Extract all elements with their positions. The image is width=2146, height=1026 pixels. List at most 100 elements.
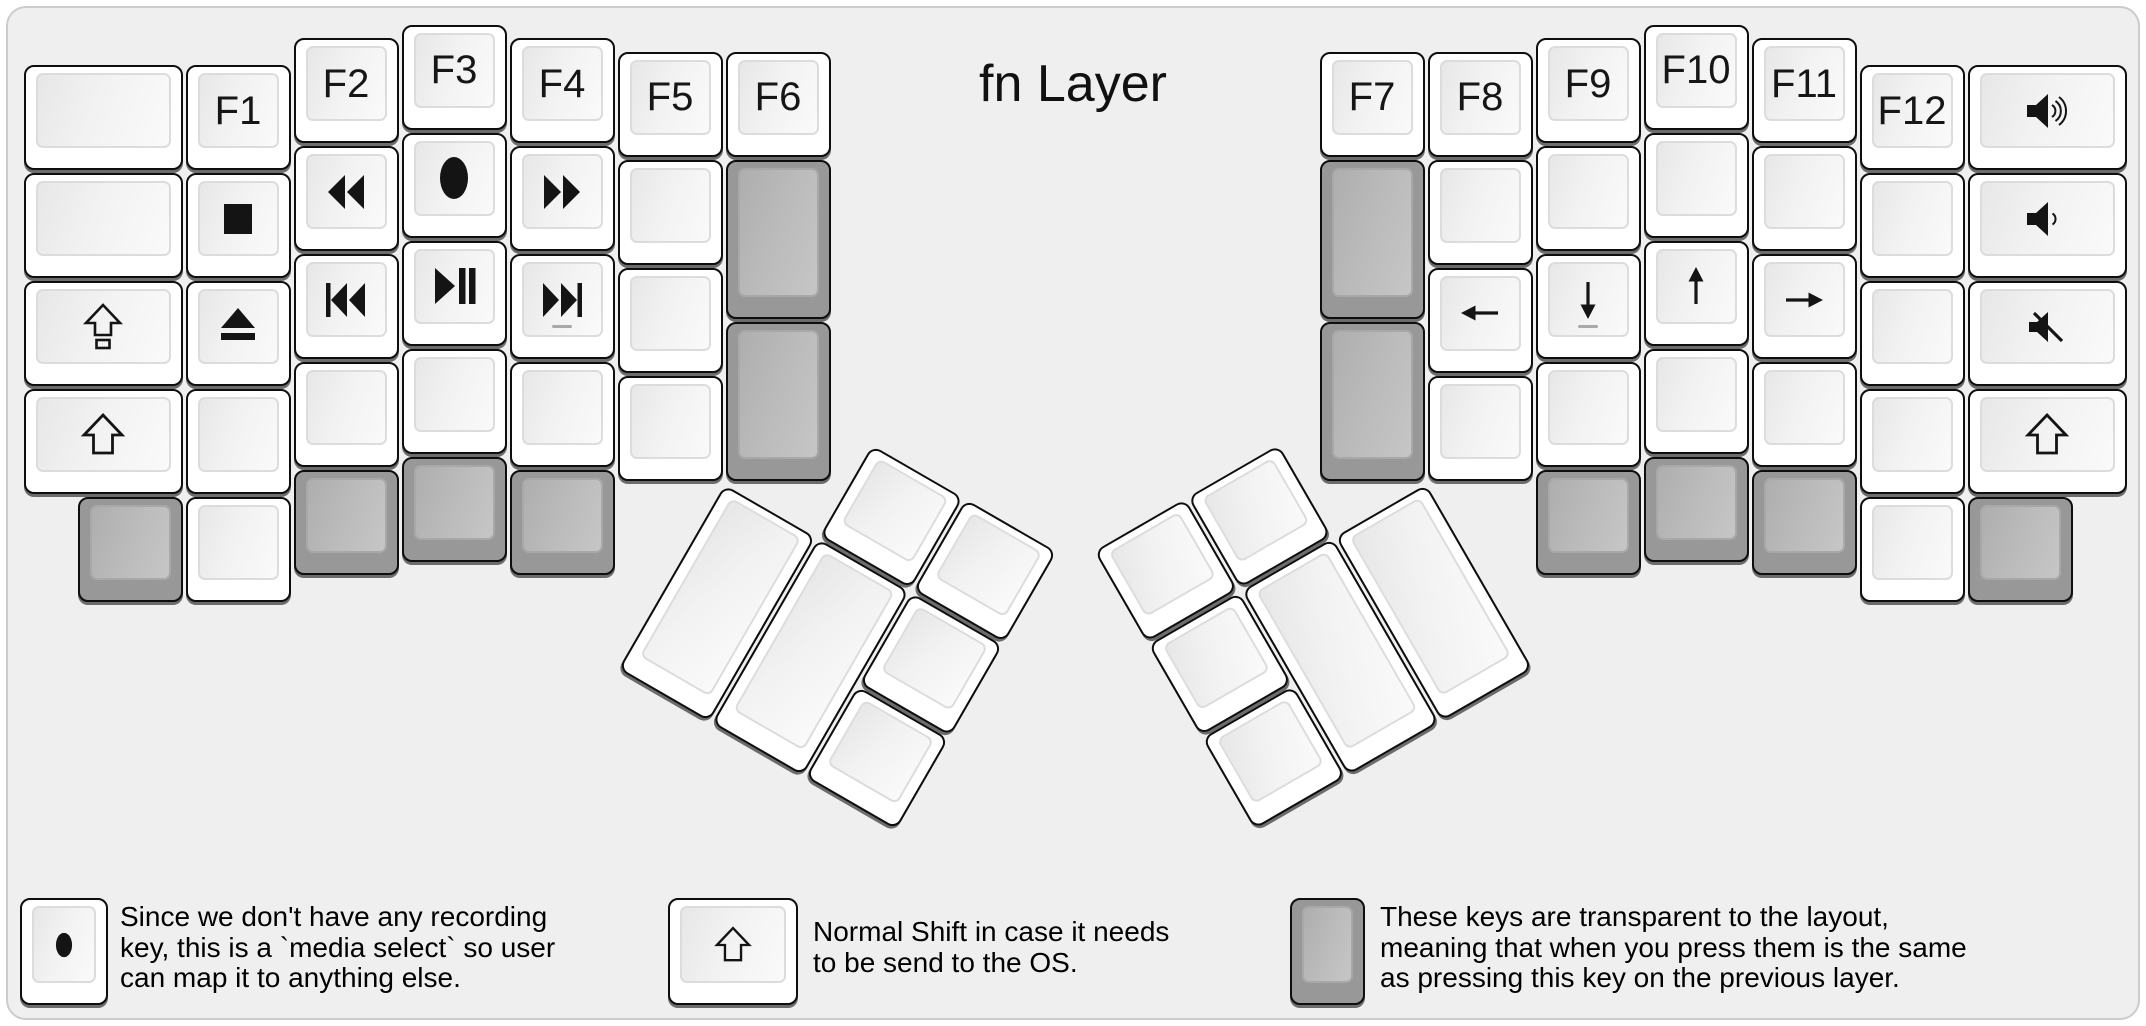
key-legend-label: F4 (538, 61, 586, 106)
key-mute[interactable] (1967, 281, 2127, 386)
key-blank-g2[interactable] (1427, 159, 1533, 265)
keytop (1979, 397, 2115, 472)
key-f12[interactable]: F12 (1859, 65, 1965, 170)
key-play-pause[interactable] (401, 240, 507, 346)
keytop (305, 262, 387, 337)
key-f8[interactable]: F8 (1427, 51, 1533, 157)
key-f4[interactable]: F4 (509, 38, 615, 143)
key-next-track[interactable] (509, 254, 615, 359)
keytop (305, 154, 387, 229)
key-f11[interactable]: F11 (1751, 38, 1857, 143)
keytop: F12 (1871, 73, 1953, 148)
key-transparent-l3[interactable] (509, 470, 615, 575)
keytop: F4 (521, 46, 603, 121)
key-blank-i4[interactable] (1643, 348, 1749, 454)
keytop (1655, 464, 1737, 540)
key-blank-k5[interactable] (1859, 497, 1965, 602)
key-blank-i2[interactable] (1643, 132, 1749, 238)
key-shift-left[interactable] (23, 389, 183, 494)
key-legend-label: F6 (754, 75, 802, 119)
keytop (413, 140, 495, 216)
key-transparent-r3[interactable] (1535, 470, 1641, 575)
key-transparent-l6[interactable] (77, 497, 183, 602)
key-fast-forward[interactable] (509, 146, 615, 251)
key-transparent-r1[interactable] (1319, 159, 1425, 319)
key-blank-k4[interactable] (1859, 389, 1965, 494)
key-blank-f2[interactable] (617, 159, 723, 265)
keytop: F10 (1655, 32, 1737, 108)
key-stop[interactable] (185, 173, 291, 278)
key-caps-lock[interactable] (23, 281, 183, 386)
keytop (1979, 73, 2115, 148)
key-blank-k3[interactable] (1859, 281, 1965, 386)
key-f9[interactable]: F9 (1535, 38, 1641, 143)
key-transparent-r6[interactable] (1967, 497, 2073, 602)
keytop (629, 167, 711, 243)
key-transparent-r2[interactable] (1319, 321, 1425, 481)
key-blank-k2[interactable] (1859, 173, 1965, 278)
key-volume-down[interactable] (1967, 173, 2127, 278)
key-blank-b4[interactable] (185, 389, 291, 494)
key-blank-e4[interactable] (509, 362, 615, 467)
key-f5[interactable]: F5 (617, 51, 723, 157)
key-shift-right[interactable] (1967, 389, 2127, 494)
key-arrow-right[interactable] (1751, 254, 1857, 359)
shift-icon (2021, 409, 2073, 461)
shift-icon (711, 923, 755, 967)
key-rewind[interactable] (293, 146, 399, 251)
fast-forward-icon (536, 166, 588, 218)
keytop (629, 275, 711, 351)
key-eject[interactable] (185, 281, 291, 386)
key-blank-a2[interactable] (23, 173, 183, 278)
key-record[interactable] (401, 132, 507, 238)
keytop (1302, 906, 1353, 983)
key-blank-a1[interactable] (23, 65, 183, 170)
key-legend-label: F7 (1348, 75, 1396, 119)
volume-up-icon (2021, 85, 2073, 137)
keytop: F8 (1439, 59, 1521, 135)
key-blank-h4[interactable] (1535, 362, 1641, 467)
keytop (521, 262, 603, 337)
keytop (1439, 383, 1521, 459)
key-transparent-r5[interactable] (1751, 470, 1857, 575)
key-transparent-l2[interactable] (401, 456, 507, 562)
key-legend-label: F2 (322, 61, 370, 106)
keytop (1331, 329, 1413, 459)
legend-example-key-2 (668, 898, 798, 1005)
key-prev-track[interactable] (293, 254, 399, 359)
key-f1[interactable]: F1 (185, 65, 291, 170)
key-f3[interactable]: F3 (401, 24, 507, 130)
key-volume-up[interactable] (1967, 65, 2127, 170)
record-icon (49, 930, 79, 960)
key-f10[interactable]: F10 (1643, 24, 1749, 130)
key-blank-h2[interactable] (1535, 146, 1641, 251)
key-blank-c4[interactable] (293, 362, 399, 467)
keytop (737, 329, 819, 459)
key-f6[interactable]: F6 (725, 51, 831, 157)
key-blank-j2[interactable] (1751, 146, 1857, 251)
key-transparent-l5[interactable] (725, 321, 831, 481)
key-arrow-up[interactable] (1643, 240, 1749, 346)
key-arrow-down[interactable] (1535, 254, 1641, 359)
key-legend-label: F1 (214, 88, 262, 133)
key-transparent-l1[interactable] (293, 470, 399, 575)
keytop (1979, 505, 2061, 580)
record-icon (428, 152, 480, 204)
keytop (1871, 289, 1953, 364)
key-transparent-r4[interactable] (1643, 456, 1749, 562)
key-f2[interactable]: F2 (293, 38, 399, 143)
key-blank-b5[interactable] (185, 497, 291, 602)
keytop (1979, 181, 2115, 256)
key-blank-j4[interactable] (1751, 362, 1857, 467)
key-transparent-l4[interactable] (725, 159, 831, 319)
key-blank-f4[interactable] (617, 375, 723, 481)
key-f7[interactable]: F7 (1319, 51, 1425, 157)
key-blank-g4[interactable] (1427, 375, 1533, 481)
key-arrow-left[interactable] (1427, 267, 1533, 373)
key-blank-d4[interactable] (401, 348, 507, 454)
key-blank-f3[interactable] (617, 267, 723, 373)
keytop (1439, 275, 1521, 351)
key-legend-label: F11 (1771, 61, 1837, 106)
keytop (680, 906, 786, 983)
